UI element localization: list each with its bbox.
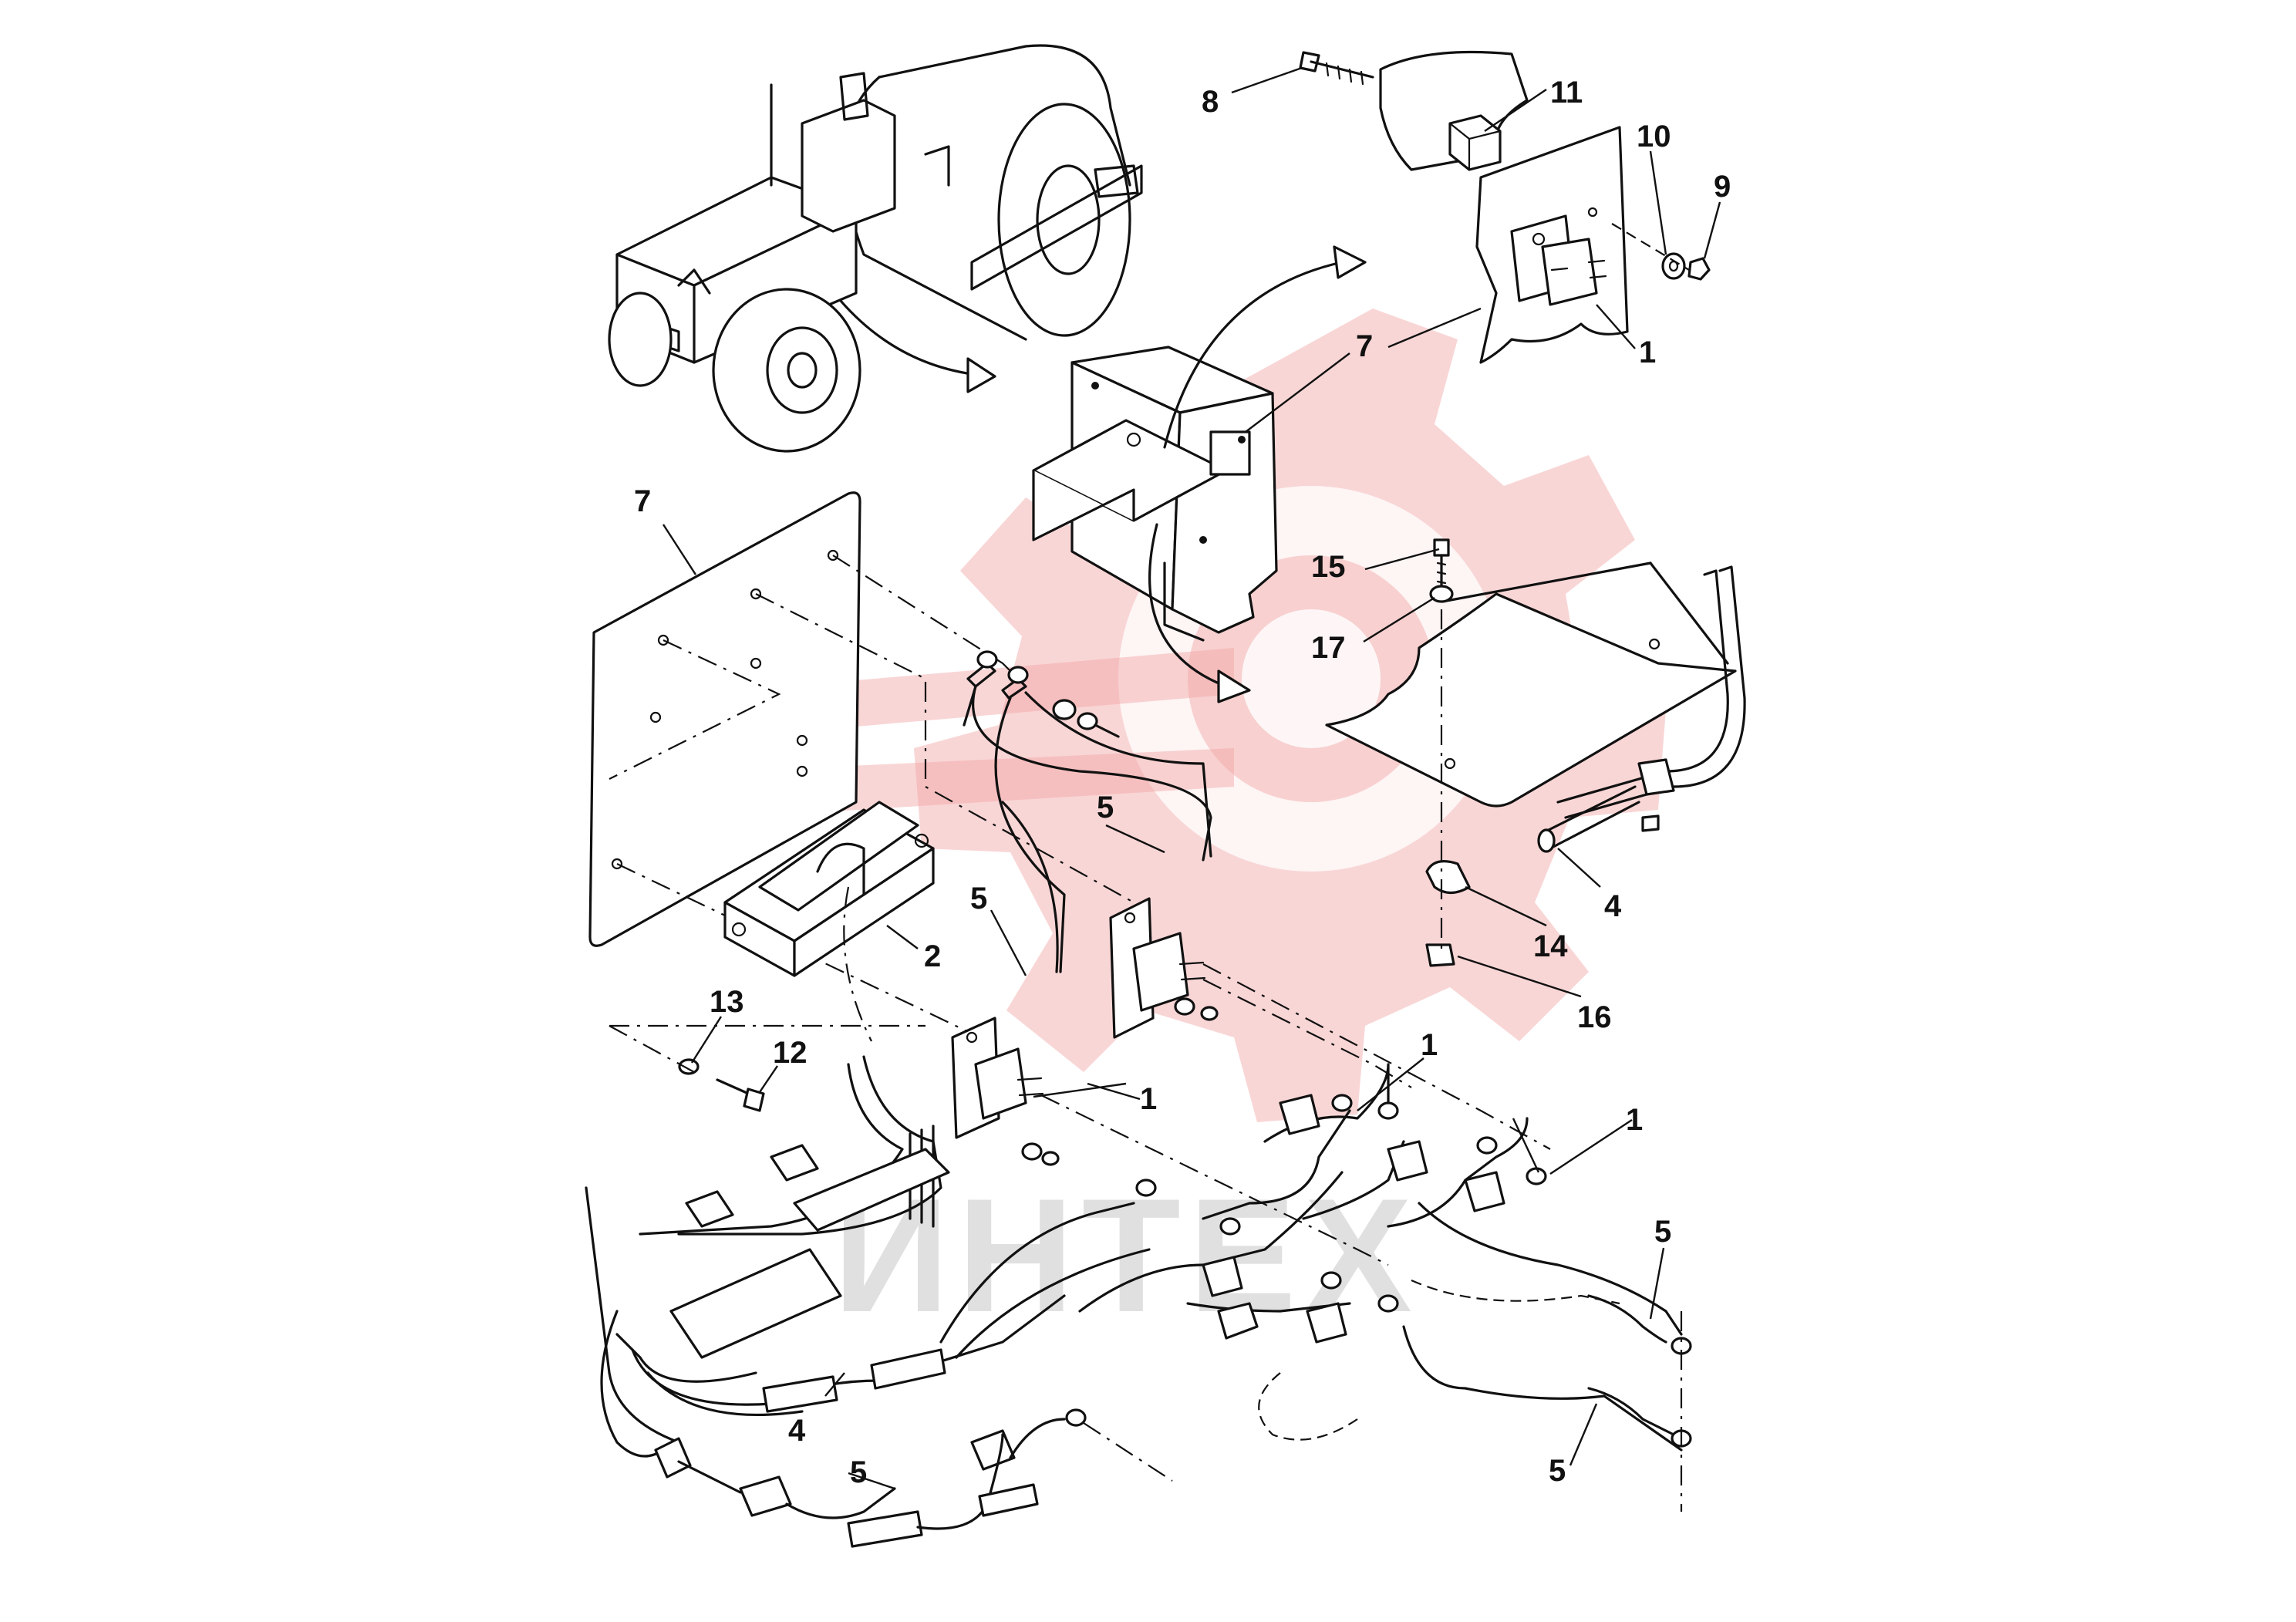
roller-machine-illustration	[608, 44, 1143, 453]
callout-5-right-upper: 5	[1654, 1215, 1671, 1249]
callout-5-right-lower: 5	[1549, 1454, 1566, 1488]
callout-14: 14	[1533, 929, 1568, 963]
callout-10: 10	[1637, 120, 1671, 153]
control-module	[723, 801, 935, 977]
callout-5-left: 5	[970, 882, 987, 916]
callout-8: 8	[1202, 85, 1219, 119]
callout-2: 2	[924, 939, 941, 973]
callout-4-harness: 4	[788, 1414, 806, 1448]
callout-15: 15	[1311, 550, 1346, 584]
plate-fasteners	[609, 650, 1120, 1112]
relay-middle-a	[1109, 897, 1206, 1039]
detail-arrow-1	[839, 299, 996, 393]
detail-arrow-2	[1163, 245, 1367, 449]
callout-17: 17	[1311, 631, 1346, 665]
callout-7-upper: 7	[1356, 329, 1373, 363]
callout-1-relay-b: 1	[1421, 1028, 1438, 1062]
callout-13: 13	[710, 985, 744, 1019]
callout-7-plate: 7	[634, 484, 651, 518]
callout-5-middle: 5	[1097, 791, 1114, 824]
relay-middle-b	[951, 1017, 1044, 1139]
callout-16: 16	[1577, 1000, 1612, 1034]
callout-1-upper: 1	[1639, 336, 1656, 369]
wire-harness	[585, 685, 1692, 1548]
bracket-box	[1032, 346, 1278, 642]
upper-relay-detail	[1299, 50, 1711, 364]
leader-lines	[662, 66, 1721, 1490]
callout-12: 12	[773, 1036, 807, 1070]
clamp-plate-detail	[1325, 538, 1746, 967]
callout-11: 11	[1550, 76, 1583, 110]
callout-1-relay-c: 1	[1626, 1103, 1643, 1137]
callout-4-hose: 4	[1604, 889, 1622, 923]
callout-5-bottom: 5	[850, 1455, 867, 1489]
detail-arrow-3	[1148, 523, 1251, 703]
callout-9: 9	[1714, 170, 1731, 204]
callout-1-relay-a: 1	[1140, 1082, 1157, 1116]
